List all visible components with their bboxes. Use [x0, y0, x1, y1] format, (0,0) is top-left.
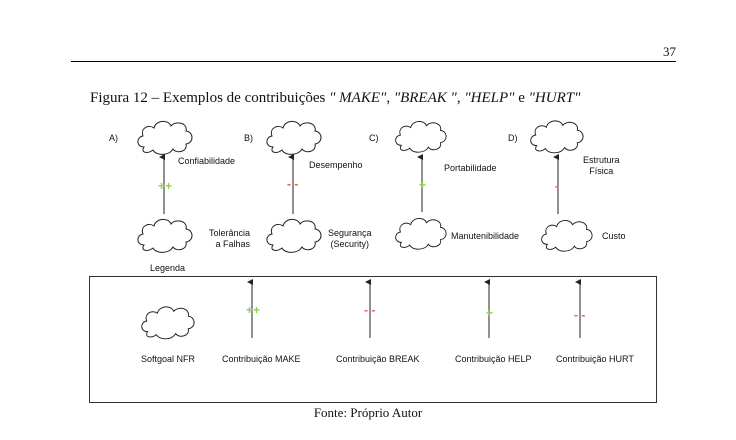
legend-help-label: Contribuição HELP [455, 354, 532, 364]
panel-b-source-label: Segurança (Security) [328, 228, 372, 249]
panel-c-symbol: + [419, 178, 427, 192]
cloud-a-target [137, 120, 193, 155]
panel-a-symbol: ++ [158, 179, 173, 193]
legend-hurt-label: Contribuição HURT [556, 354, 634, 364]
panel-c-source-label: Manutenibilidade [451, 231, 520, 241]
panel-b-symbol: - - [287, 177, 299, 191]
panel-d-letter: D) [508, 133, 518, 143]
caption-sep-3: e [514, 90, 529, 106]
cloud-a-source [137, 218, 193, 253]
panel-c-letter: C) [369, 133, 379, 143]
legend-help-symbol: + [486, 306, 494, 320]
header-rule [71, 61, 676, 62]
caption-sep-1: , [386, 90, 394, 106]
panel-b-letter: B) [244, 133, 253, 143]
cloud-c-source [395, 217, 447, 250]
panel-a-target-label: Confiabilidade [178, 156, 236, 166]
caption-sep-2: , [456, 90, 465, 106]
legend-break-label: Contribuição BREAK [336, 354, 420, 364]
caption-hurt: "HURT" [528, 90, 581, 106]
panel-c-target-label: Portabilidade [444, 163, 497, 173]
legend-make-symbol: ++ [246, 303, 261, 317]
page-number: 37 [663, 44, 676, 59]
cloud-c-target [395, 120, 447, 153]
cloud-b-source [266, 218, 322, 253]
figure-caption: Figura 12 – Exemplos de contribuições " … [90, 90, 580, 107]
panel-d-symbol: - [555, 179, 559, 193]
legend-box [89, 276, 657, 403]
legend-make-label: Contribuição MAKE [222, 354, 301, 364]
cloud-b-target [266, 120, 322, 155]
figure-source: Fonte: Próprio Autor [313, 405, 423, 420]
panel-d-target-label: Estrutura Física [583, 155, 620, 176]
legend-softgoal-label: Softgoal NFR [141, 354, 196, 364]
caption-make: " MAKE" [329, 90, 387, 106]
panel-a-source-label: Tolerância a Falhas [208, 228, 250, 249]
legend-title: Legenda [150, 263, 186, 273]
caption-break: "BREAK " [393, 90, 457, 106]
panel-a-letter: A) [109, 133, 118, 143]
legend-hurt-symbol: - - [574, 308, 586, 322]
caption-help: "HELP" [464, 90, 515, 106]
cloud-d-source [541, 219, 593, 252]
caption-prefix: Figura 12 – Exemplos de contribuições [90, 90, 330, 106]
legend-break-symbol: - - [364, 303, 376, 317]
panel-d-source-label: Custo [602, 231, 626, 241]
panel-b-target-label: Desempenho [309, 160, 363, 170]
cloud-d-target [530, 120, 584, 154]
